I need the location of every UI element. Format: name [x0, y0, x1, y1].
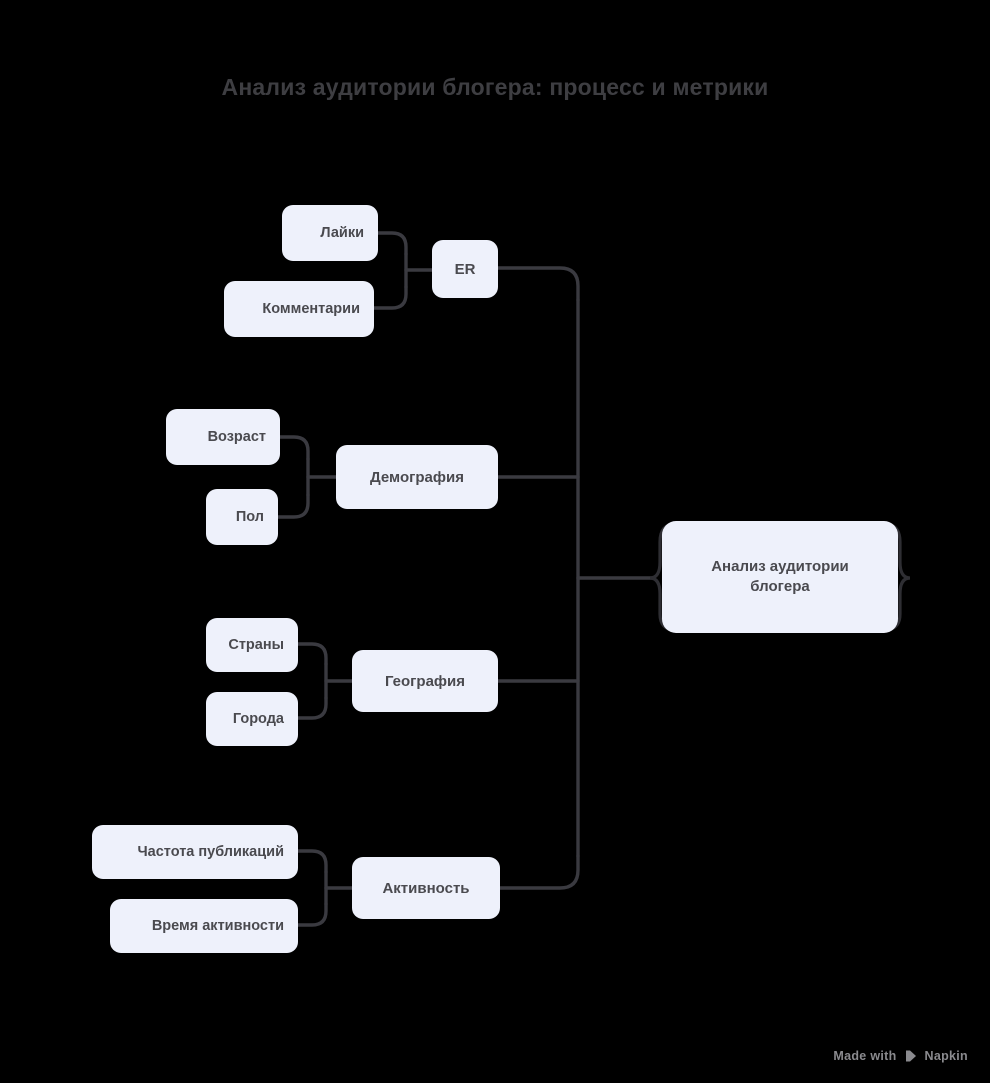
node-label: Частота публикаций: [137, 844, 284, 860]
node-label: География: [384, 672, 466, 690]
node-label: Города: [232, 711, 284, 727]
node-label: Время активности: [151, 918, 284, 934]
node-comments[interactable]: Комментарии: [224, 281, 374, 337]
node-activity-time[interactable]: Время активности: [110, 899, 298, 953]
node-countries[interactable]: Страны: [206, 618, 298, 672]
watermark-brand: Napkin: [924, 1049, 968, 1063]
page-title: Анализ аудитории блогера: процесс и метр…: [221, 74, 769, 100]
node-demographics[interactable]: Демография: [336, 445, 498, 509]
node-label: Демография: [370, 468, 464, 486]
watermark-prefix: Made with: [833, 1049, 897, 1063]
node-label: Лайки: [320, 225, 364, 241]
node-cities[interactable]: Города: [206, 692, 298, 746]
node-er[interactable]: ER: [432, 240, 498, 298]
node-gender[interactable]: Пол: [206, 489, 278, 545]
node-label: Пол: [235, 509, 264, 525]
node-likes[interactable]: Лайки: [282, 205, 378, 261]
node-activity[interactable]: Активность: [352, 857, 500, 919]
node-label: Страны: [228, 637, 284, 653]
node-root-audience-analysis[interactable]: Анализ аудитории блогера: [662, 521, 898, 633]
node-label: ER: [454, 260, 476, 278]
node-label: Возраст: [207, 429, 266, 445]
napkin-watermark: Made with Napkin: [833, 1049, 968, 1063]
node-label: Активность: [382, 879, 470, 897]
napkin-logo-icon: [904, 1049, 918, 1063]
node-posting-frequency[interactable]: Частота публикаций: [92, 825, 298, 879]
node-geography[interactable]: География: [352, 650, 498, 712]
node-label: Анализ аудитории блогера: [711, 557, 849, 595]
node-age[interactable]: Возраст: [166, 409, 280, 465]
node-label: Комментарии: [262, 301, 360, 317]
